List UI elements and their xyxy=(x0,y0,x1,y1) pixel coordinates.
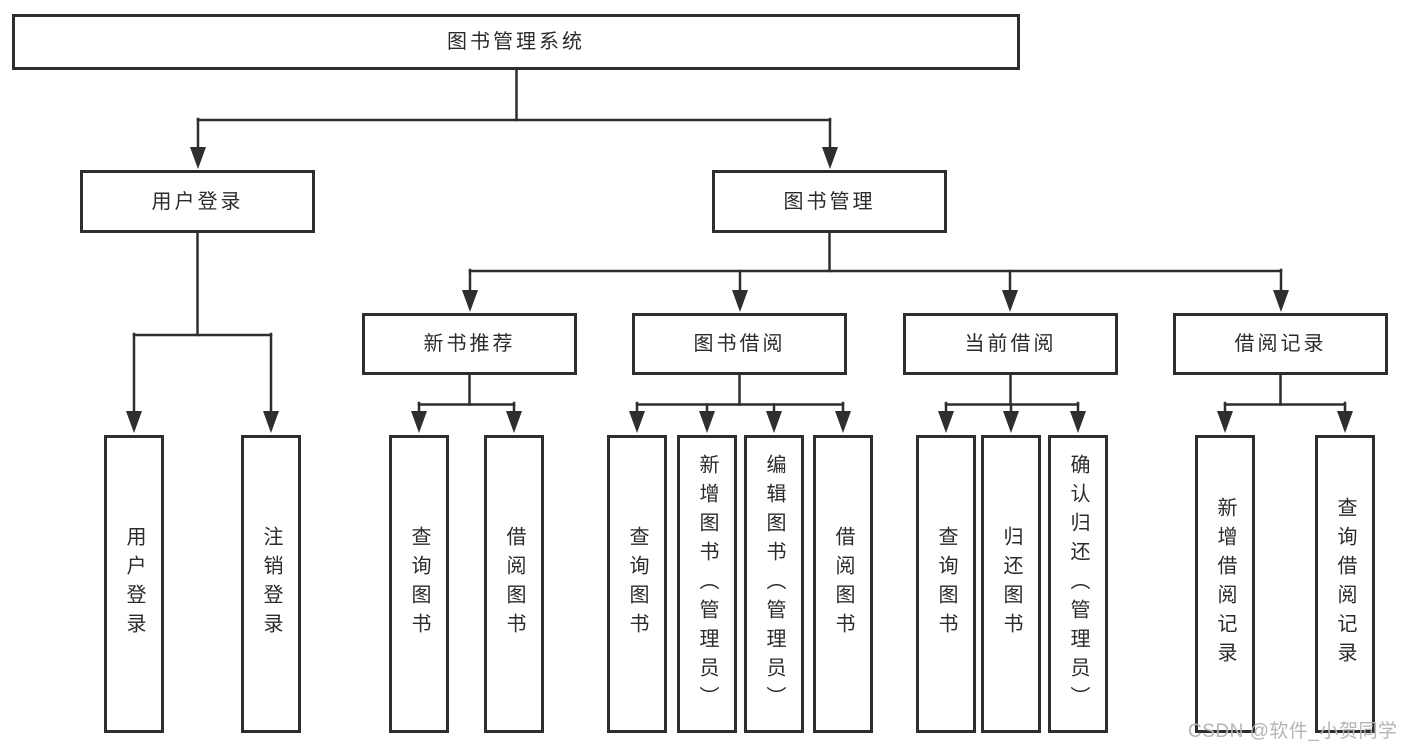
leaf-borrow-books: 借阅图书 xyxy=(813,435,873,733)
node-label: 借阅记录 xyxy=(1234,333,1327,355)
node-book-borrowing: 图书借阅 xyxy=(632,313,847,375)
leaf-query-books-borrow: 查询图书 xyxy=(607,435,667,733)
node-label: 新增借阅记录 xyxy=(1214,497,1236,671)
node-label: 图书管理 xyxy=(783,190,876,213)
node-borrowing-records: 借阅记录 xyxy=(1173,313,1388,375)
connector-recommend-to-leaves xyxy=(417,373,516,416)
connector-borrow-to-leaves xyxy=(635,373,845,416)
node-current-borrowing: 当前借阅 xyxy=(903,313,1118,375)
node-label: 归还图书 xyxy=(1000,526,1022,642)
leaf-query-books-recommend: 查询图书 xyxy=(389,435,449,733)
node-label: 注销登录 xyxy=(260,526,282,642)
node-label: 确认归还（管理员） xyxy=(1067,453,1089,715)
node-label: 图书管理系统 xyxy=(447,31,585,53)
node-label: 用户登录 xyxy=(123,526,145,642)
connector-login-to-leaves xyxy=(132,231,273,416)
connector-current-to-leaves xyxy=(944,373,1080,416)
leaf-add-books-admin: 新增图书（管理员） xyxy=(677,435,737,733)
node-label: 查询图书 xyxy=(408,526,430,642)
leaf-query-books-current: 查询图书 xyxy=(916,435,976,733)
node-label: 图书借阅 xyxy=(693,333,786,355)
node-label: 借阅图书 xyxy=(832,526,854,642)
arrowheads-root-to-level1 xyxy=(190,147,838,169)
connector-records-to-leaves xyxy=(1223,373,1347,416)
node-label: 编辑图书（管理员） xyxy=(763,453,785,715)
arrowheads-borrow-to-leaves xyxy=(629,411,851,433)
node-label: 新书推荐 xyxy=(423,333,516,355)
arrowheads-management-to-level3 xyxy=(462,290,1289,312)
csdn-watermark: CSDN @软件_小贺同学 xyxy=(1188,721,1398,742)
node-book-management: 图书管理 xyxy=(712,170,947,233)
node-label: 用户登录 xyxy=(151,190,244,213)
arrowheads-recommend-to-leaves xyxy=(411,411,522,433)
connector-root-to-level1 xyxy=(196,68,832,152)
leaf-query-borrow-record: 查询借阅记录 xyxy=(1315,435,1375,733)
arrowheads-records-to-leaves xyxy=(1217,411,1353,433)
node-new-book-recommendation: 新书推荐 xyxy=(362,313,577,375)
arrowheads-current-to-leaves xyxy=(938,411,1086,433)
leaf-borrow-books-recommend: 借阅图书 xyxy=(484,435,544,733)
node-label: 查询图书 xyxy=(626,526,648,642)
leaf-add-borrow-record: 新增借阅记录 xyxy=(1195,435,1255,733)
node-label: 查询图书 xyxy=(935,526,957,642)
node-user-login: 用户登录 xyxy=(80,170,315,233)
leaf-edit-books-admin: 编辑图书（管理员） xyxy=(744,435,804,733)
leaf-logout: 注销登录 xyxy=(241,435,301,733)
node-label: 当前借阅 xyxy=(964,333,1057,355)
leaf-user-login: 用户登录 xyxy=(104,435,164,733)
leaf-confirm-return-admin: 确认归还（管理员） xyxy=(1048,435,1108,733)
node-label: 查询借阅记录 xyxy=(1334,497,1356,671)
node-library-management-system: 图书管理系统 xyxy=(12,14,1020,70)
arrowheads-login-to-leaves xyxy=(126,411,279,433)
node-label: 借阅图书 xyxy=(503,526,525,642)
leaf-return-books: 归还图书 xyxy=(981,435,1041,733)
connector-management-to-level3 xyxy=(468,231,1283,295)
node-label: 新增图书（管理员） xyxy=(696,453,718,715)
